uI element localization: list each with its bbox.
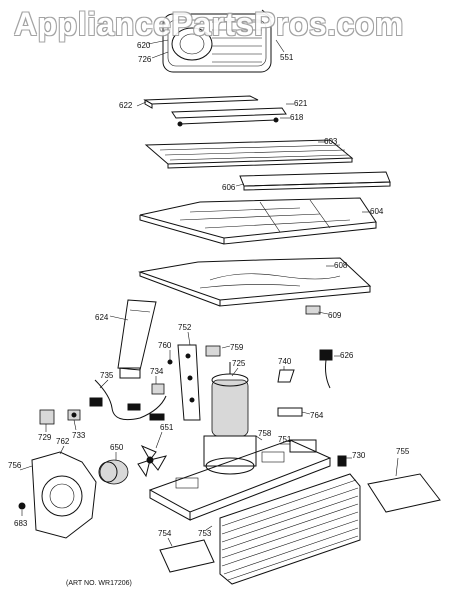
label-609: 609	[328, 311, 342, 320]
part-683-screw	[18, 502, 26, 510]
part-626	[319, 349, 333, 389]
label-762: 762	[56, 437, 70, 446]
label-752: 752	[178, 323, 192, 332]
part-735-harness	[89, 379, 167, 421]
part-650-condenser-motor	[98, 459, 129, 485]
label-751: 751	[278, 435, 292, 444]
part-754-pad	[159, 539, 215, 573]
label-753: 753	[198, 529, 212, 538]
part-608-pan	[138, 257, 372, 307]
part-733	[67, 409, 81, 421]
part-729	[39, 409, 55, 425]
part-618-rod	[177, 117, 279, 127]
leader-lines	[19, 39, 399, 547]
label-733: 733	[72, 431, 86, 440]
label-620: 620	[137, 41, 151, 50]
label-624: 624	[95, 313, 109, 322]
part-651-fan-blade	[137, 444, 168, 478]
part-762-shroud	[31, 451, 97, 539]
label-735: 735	[100, 371, 114, 380]
label-604: 604	[370, 207, 384, 216]
label-726: 726	[138, 55, 152, 64]
part-764	[277, 407, 303, 417]
label-725: 725	[232, 359, 246, 368]
label-622: 622	[119, 101, 133, 110]
label-551: 551	[280, 53, 294, 62]
label-618: 618	[290, 113, 304, 122]
art-number: (ART NO. WR17206)	[66, 580, 132, 587]
label-760: 760	[158, 341, 172, 350]
part-760	[167, 359, 173, 365]
part-622-rail	[143, 95, 259, 109]
label-651: 651	[160, 423, 174, 432]
part-759	[205, 345, 221, 357]
label-758: 758	[258, 429, 272, 438]
label-729: 729	[38, 433, 52, 442]
label-683: 683	[14, 519, 28, 528]
part-758	[289, 439, 317, 453]
part-624-duct	[117, 299, 157, 379]
part-606-trim	[239, 171, 391, 191]
part-621-rail	[171, 107, 287, 119]
label-650: 650	[110, 443, 124, 452]
label-755: 755	[396, 447, 410, 456]
part-604-tray	[139, 197, 377, 245]
label-754: 754	[158, 529, 172, 538]
label-730: 730	[352, 451, 366, 460]
label-603: 603	[324, 137, 338, 146]
label-626: 626	[340, 351, 354, 360]
label-740: 740	[278, 357, 292, 366]
part-752-bracket	[177, 344, 201, 421]
label-621: 621	[294, 99, 308, 108]
part-725-motor	[203, 362, 257, 475]
part-734	[151, 383, 165, 395]
part-755-pad	[367, 473, 441, 513]
part-609	[305, 305, 321, 315]
label-608: 608	[334, 261, 348, 270]
label-764: 764	[310, 411, 324, 420]
part-730-condenser	[219, 455, 361, 585]
label-759: 759	[230, 343, 244, 352]
part-740	[277, 369, 295, 383]
part-751-base	[148, 439, 332, 521]
part-labels: 620 726 551 622 621 618 603 606 604 608 …	[8, 41, 410, 538]
label-756: 756	[8, 461, 22, 470]
label-734: 734	[150, 367, 164, 376]
label-606: 606	[222, 183, 236, 192]
part-551-evaporator-assembly	[162, 9, 273, 73]
part-603-shelf	[144, 139, 354, 169]
